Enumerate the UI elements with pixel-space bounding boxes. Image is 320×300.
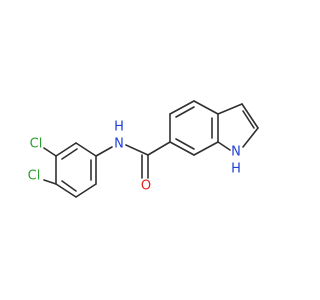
double-bond-inner	[242, 110, 255, 129]
bond-carbonyl-indole	[147, 141, 171, 156]
chlorine-atom-top: Cl	[30, 137, 43, 152]
atom-labels: Cl Cl H N O N H	[28, 120, 241, 194]
bond	[55, 142, 77, 157]
molecule-structure: Cl Cl H N O N H	[28, 100, 259, 198]
amide-nitrogen: N	[114, 137, 124, 152]
indole-pyrrole-ring	[217, 103, 259, 151]
dichlorophenyl-ring	[43, 142, 97, 198]
indole-benzene-ring	[169, 100, 219, 156]
bond	[55, 183, 77, 198]
bond-cl-bottom	[43, 179, 57, 185]
bond	[75, 183, 97, 198]
bond	[242, 127, 259, 148]
chlorine-atom-bottom: Cl	[28, 169, 41, 184]
bond	[217, 141, 231, 151]
double-bond-inner	[61, 180, 77, 192]
bond	[193, 100, 219, 115]
bond	[169, 141, 195, 156]
bond	[169, 100, 195, 115]
indole-nitrogen: N	[231, 145, 241, 160]
indole-nitrogen-h: H	[231, 162, 241, 177]
bond	[217, 103, 243, 115]
carbonyl-oxygen: O	[141, 179, 151, 194]
amide-linker	[95, 141, 171, 179]
bond	[193, 141, 219, 156]
bond-cl-top	[43, 147, 57, 157]
bond	[241, 103, 259, 129]
double-bond-inner	[175, 138, 195, 150]
bond	[75, 142, 97, 157]
bond-ring-n	[95, 146, 113, 157]
double-bond-inner	[175, 106, 195, 118]
double-bond-inner	[61, 148, 78, 160]
amide-nitrogen-h: H	[114, 120, 124, 135]
bond-n-carbonyl	[125, 144, 149, 156]
